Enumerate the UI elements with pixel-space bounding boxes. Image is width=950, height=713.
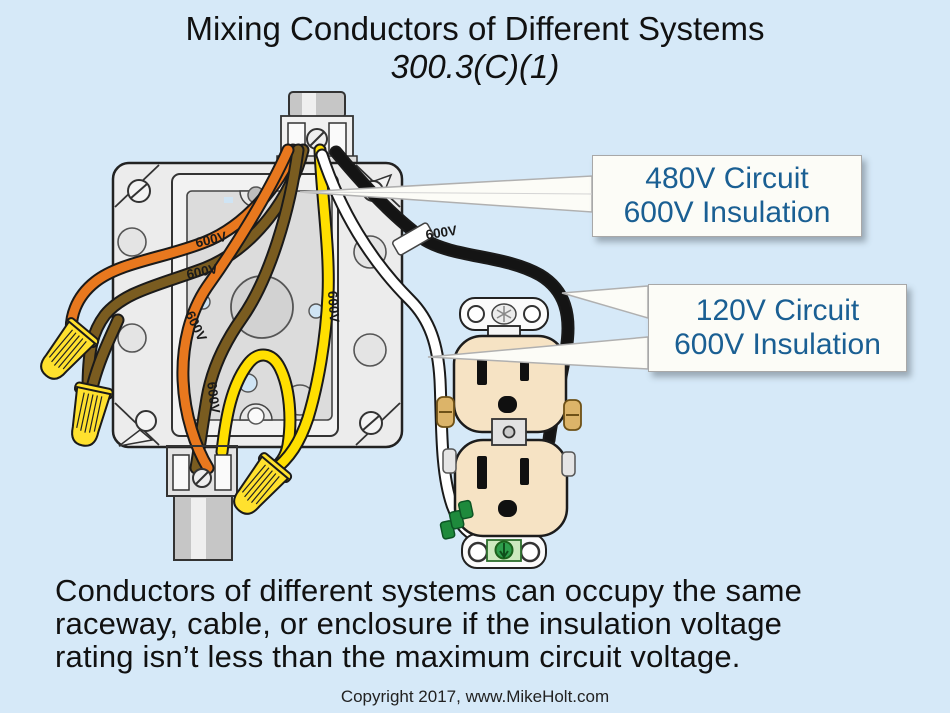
terminal-screw-icon <box>563 399 582 431</box>
bottom-conduit-clamp <box>166 445 238 497</box>
terminal-screw-icon <box>436 396 455 428</box>
corner-screw-icon <box>127 179 151 203</box>
corner-screw-icon <box>359 411 383 435</box>
hot-slot <box>520 458 529 485</box>
ground-pigtail-wire <box>439 499 474 540</box>
cable-clamp <box>392 222 434 256</box>
callout-480v-circuit: 480V Circuit 600V Insulation <box>592 155 862 237</box>
mounting-strap-top <box>459 297 549 331</box>
callout-120v-line-1: 120V Circuit <box>695 294 860 327</box>
callout-120v-line-2: 600V Insulation <box>674 328 881 361</box>
callout-pointer-120-upper <box>561 285 649 319</box>
wire-voltage-label-orange-top: 600V <box>194 229 228 251</box>
corner-keyhole-icon <box>118 410 157 447</box>
callout-480v-line-1: 480V Circuit <box>645 162 809 195</box>
title-line-1: Mixing Conductors of Different Systems <box>185 10 765 47</box>
explanatory-caption: Conductors of different systems can occu… <box>55 574 802 673</box>
wire-voltage-label-yellow: 600V <box>325 290 342 323</box>
page-title: Mixing Conductors of Different Systems 3… <box>0 10 950 86</box>
caption-line-2: raceway, cable, or enclosure if the insu… <box>55 606 783 641</box>
wire-nut <box>71 381 114 447</box>
ground-slot <box>498 500 517 517</box>
wire-nut <box>233 452 293 515</box>
wire-nut <box>40 317 100 380</box>
caption-line-1: Conductors of different systems can occu… <box>55 573 803 608</box>
caption-line-3: rating isn’t less than the maximum circu… <box>55 639 741 674</box>
wire-voltage-label-brown-lower: 600V <box>204 381 223 414</box>
callout-120v-circuit: 120V Circuit 600V Insulation <box>648 284 907 372</box>
lower-outlet-face <box>453 438 569 538</box>
copyright-notice: Copyright 2017, www.MikeHolt.com <box>340 687 610 706</box>
wire-voltage-label-brown-top: 600V <box>185 261 219 282</box>
title-code-reference: 300.3(C)(1) <box>390 48 560 85</box>
neutral-slot <box>477 456 487 489</box>
duplex-receptacle <box>436 297 582 569</box>
wire-voltage-label-black: 600V <box>425 223 458 243</box>
ground-screw <box>486 539 522 562</box>
callout-480v-line-2: 600V Insulation <box>623 196 831 229</box>
ground-slot <box>498 396 517 413</box>
